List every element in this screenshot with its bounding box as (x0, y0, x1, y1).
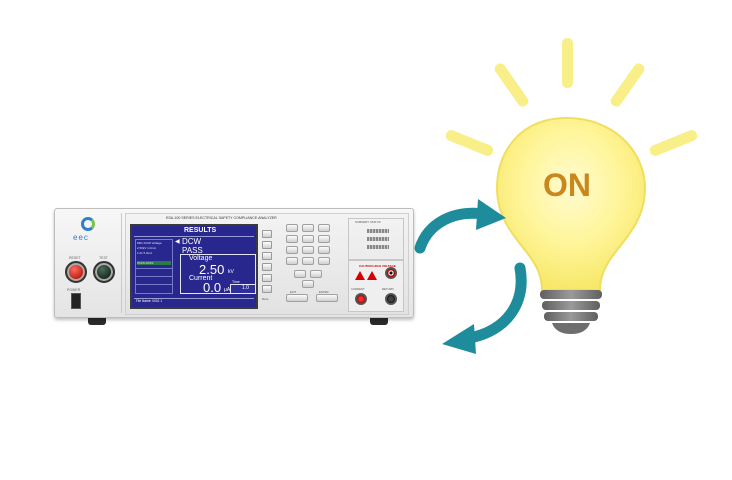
voltage-value: 2.50 (199, 262, 225, 277)
current-terminal[interactable] (355, 293, 367, 305)
lcd-screen: RESULTS M01 DCW Voltage 2.50kV 1.0mA 1.0… (130, 224, 258, 309)
exit-label: EXIT (290, 290, 297, 294)
voltage-label: Voltage (189, 255, 213, 262)
keypad-key[interactable] (286, 235, 298, 243)
bulb-base-tip (552, 323, 590, 334)
screen-footer (134, 298, 254, 306)
bulb-base-ring-1 (540, 290, 602, 299)
bulb-on-text: ON (543, 167, 591, 203)
current-terminal-label: CURRENT (351, 287, 365, 291)
keypad-key[interactable] (286, 257, 298, 265)
keypad-key[interactable] (302, 280, 314, 288)
summary-status-panel: SUMMARY STATUS (348, 218, 404, 260)
voltage-unit: kV (228, 269, 234, 275)
arrow-top (414, 207, 490, 254)
terminal-panel: CAUTION HIGH VOLTAGE CURRENT RETURN (348, 260, 404, 312)
keypad-key[interactable] (302, 224, 314, 232)
exit-button[interactable] (286, 294, 308, 302)
enter-label: ENTER (319, 290, 329, 294)
status-indicator (367, 237, 389, 241)
keypad-key[interactable] (318, 257, 330, 265)
keypad-key[interactable] (302, 235, 314, 243)
return-terminal-label: RETURN (382, 287, 394, 291)
status-indicator (367, 229, 389, 233)
power-label: POWER (67, 288, 81, 292)
arrow-bottom (464, 262, 527, 344)
mini-row-1: 2.50kV 1.0mA (137, 246, 156, 250)
keypad-key[interactable] (318, 224, 330, 232)
mini-header: M01 DCW Voltage (137, 241, 162, 245)
screen-divider (134, 236, 254, 237)
test-button[interactable] (93, 261, 115, 283)
mini-pass-bar (137, 261, 171, 265)
softkey-6[interactable] (262, 285, 272, 293)
time-value: 1.0 (242, 285, 249, 291)
mini-row-line (136, 268, 172, 269)
current-unit: μA (224, 287, 231, 293)
enter-button[interactable] (316, 294, 338, 302)
brand-text: eec (73, 233, 89, 242)
mini-row-line (136, 276, 172, 277)
instrument-foot-right (370, 318, 388, 325)
softkey-2[interactable] (262, 241, 272, 249)
high-voltage-terminal[interactable] (385, 267, 397, 279)
light-ray-1 (562, 38, 573, 88)
model-line: ESA-100 SERIES ELECTRICAL SAFETY COMPLIA… (166, 216, 277, 220)
return-terminal[interactable] (385, 293, 397, 305)
keypad-key[interactable] (286, 246, 298, 254)
brand-logo-icon (81, 217, 95, 231)
warning-icon (355, 271, 365, 280)
keypad-key[interactable] (286, 224, 298, 232)
bulb-base-ring-3 (544, 312, 598, 321)
warning-icon (367, 271, 377, 280)
mini-row-2: 1.0s 5.0mA (137, 251, 153, 255)
instrument-left-panel: eec RESET TEST POWER (59, 213, 122, 313)
test-label: TEST (99, 256, 108, 260)
caution-label: CAUTION HIGH VOLTAGE (359, 264, 396, 268)
time-box (230, 284, 256, 294)
front-panel: ESA-100 SERIES ELECTRICAL SAFETY COMPLIA… (125, 213, 409, 315)
keypad-key[interactable] (310, 270, 322, 278)
keypad-key[interactable] (318, 246, 330, 254)
more-label: More (262, 297, 269, 301)
test-type: DCW (182, 237, 202, 246)
reset-label: RESET (69, 256, 81, 260)
instrument-foot-left (88, 318, 106, 325)
summary-status-label: SUMMARY STATUS (355, 220, 381, 224)
status-indicator (367, 245, 389, 249)
mini-row-line (136, 284, 172, 285)
keypad-key[interactable] (294, 270, 306, 278)
bulb-base-ring-2 (542, 301, 600, 310)
current-label: Current (189, 275, 213, 282)
current-value: 0.0 (203, 280, 222, 295)
left-arrow-icon: ◀ (175, 239, 180, 245)
safety-analyzer-instrument: eec RESET TEST POWER ESA-100 SERIES ELEC… (54, 208, 414, 318)
reset-button[interactable] (65, 261, 87, 283)
arrow-bottom-head (442, 324, 476, 354)
power-switch[interactable] (71, 293, 81, 309)
softkey-4[interactable] (262, 263, 272, 271)
keypad-key[interactable] (302, 246, 314, 254)
time-label: Time (232, 280, 240, 284)
screen-title: RESULTS (184, 227, 217, 234)
softkey-1[interactable] (262, 230, 272, 238)
keypad-key[interactable] (302, 257, 314, 265)
softkey-5[interactable] (262, 274, 272, 282)
results-mini-table: M01 DCW Voltage 2.50kV 1.0mA 1.0s 5.0mA … (135, 239, 173, 294)
file-name-line: File Name: 0001 1 (136, 299, 163, 303)
meter-box: Voltage 2.50 kV Current 0.0 μA (180, 254, 256, 295)
keypad-key[interactable] (318, 235, 330, 243)
test-status: PASS (182, 246, 203, 255)
mini-row-3: PASS PASS (137, 261, 154, 265)
softkey-3[interactable] (262, 252, 272, 260)
arrow-top-head (476, 199, 506, 230)
